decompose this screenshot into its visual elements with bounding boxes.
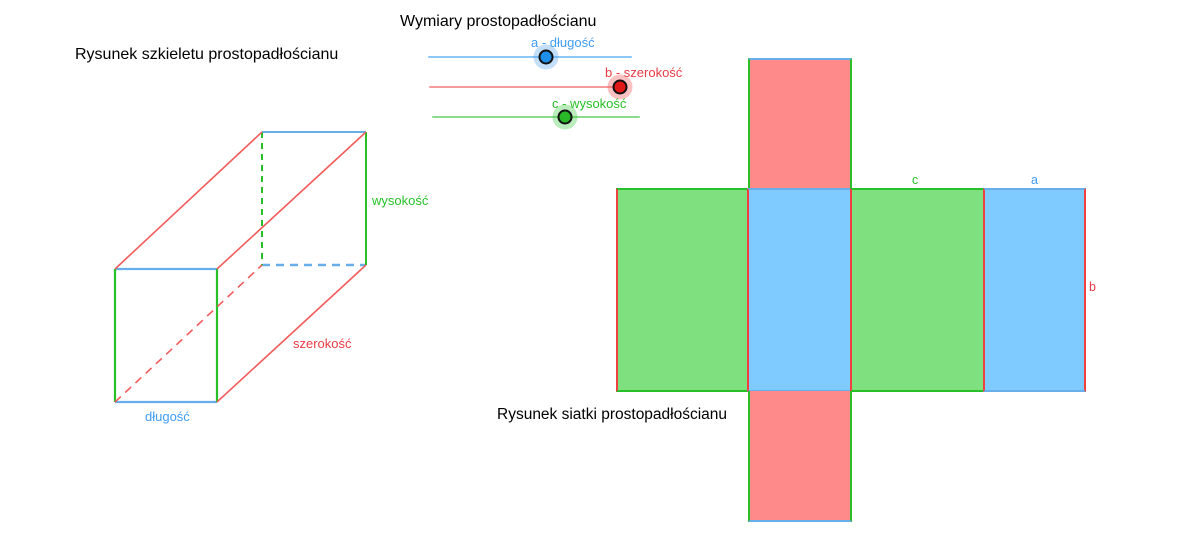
cuboid-wireframe [113, 131, 367, 404]
net-label-b: b [1089, 280, 1096, 294]
length-edges [115, 131, 366, 404]
height-edges [113, 132, 367, 402]
slider-c-handle[interactable] [552, 104, 578, 130]
slider-c[interactable] [432, 104, 640, 130]
net-face-center [747, 188, 852, 392]
width-edge-label: szerokość [293, 336, 352, 351]
net-face-top-flap [748, 58, 852, 189]
slider-a-track[interactable] [428, 56, 632, 58]
length-edge-label: długość [145, 409, 190, 424]
slider-a[interactable] [428, 44, 632, 70]
net-face-right [983, 188, 1086, 392]
slider-c-track[interactable] [432, 116, 640, 118]
slider-a-knob[interactable] [538, 49, 554, 65]
slider-b-track[interactable] [429, 86, 625, 88]
slider-b-label: b - szerokość [605, 65, 683, 80]
slider-a-label: a - długość [531, 35, 595, 50]
net-face-side-left [616, 188, 749, 392]
slider-c-label: c - wysokość [552, 96, 627, 111]
net-face-bottom-flap [748, 391, 852, 522]
height-edge-label: wysokość [372, 193, 429, 208]
net-face-side-right [850, 188, 985, 392]
slider-b-knob[interactable] [612, 79, 628, 95]
net-label-c: c [912, 173, 919, 187]
slider-c-knob[interactable] [557, 109, 573, 125]
slider-b-handle[interactable] [607, 74, 633, 100]
slider-b[interactable] [429, 74, 633, 100]
sliders-title: Wymiary prostopadłościanu [400, 13, 597, 30]
slider-a-handle[interactable] [533, 44, 559, 70]
net-label-a: a [1031, 173, 1038, 187]
net-title: Rysunek siatki prostopadłościanu [497, 406, 728, 423]
width-edges [114, 131, 367, 403]
skeleton-title: Rysunek szkieletu prostopadłościanu [75, 46, 339, 63]
